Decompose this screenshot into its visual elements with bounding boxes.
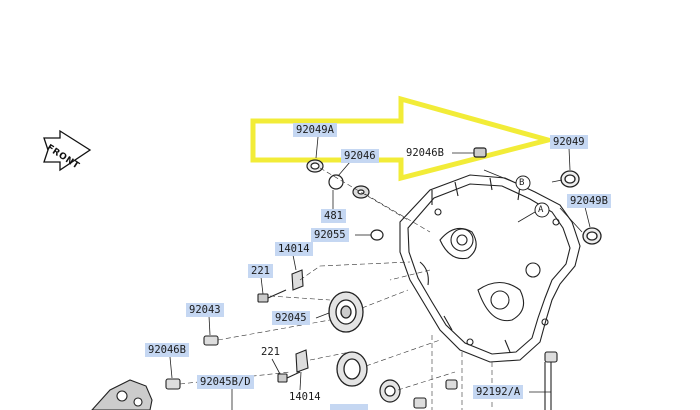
pin-92043 xyxy=(203,335,219,346)
callout-92055[interactable]: 92055 xyxy=(311,228,349,242)
leader-lines xyxy=(169,136,591,410)
callout-92192a[interactable]: 92192/A xyxy=(473,385,524,399)
oring-92055 xyxy=(370,229,384,241)
pins-bottom xyxy=(413,379,458,409)
bearing-92045bd xyxy=(336,351,368,387)
seal-92049a xyxy=(306,159,324,173)
highlight-arrow xyxy=(250,95,558,182)
bracket-14014-bottom xyxy=(295,349,309,373)
bolt-221-top xyxy=(257,289,287,303)
callout-92049[interactable]: 92049 xyxy=(550,135,588,149)
seal-92049b xyxy=(582,227,602,245)
callout-92046b-left[interactable]: 92046B xyxy=(145,343,189,357)
front-arrow-icon xyxy=(43,129,92,172)
ring-92046 xyxy=(328,174,344,190)
pin-92046b-top xyxy=(473,147,487,158)
bearing-481 xyxy=(352,185,370,199)
callout-14014-bottom: 14014 xyxy=(289,391,321,403)
callout-92049a[interactable]: 92049A xyxy=(293,123,337,137)
seal-92049 xyxy=(560,170,580,188)
callout-92046[interactable]: 92046 xyxy=(341,149,379,163)
ref-marker-b: B xyxy=(519,178,525,188)
bearing-small xyxy=(379,379,401,403)
ref-marker-a: A xyxy=(538,205,544,215)
callout-92045[interactable]: 92045 xyxy=(272,311,310,325)
callout-221-top[interactable]: 221 xyxy=(248,264,273,278)
callout-cutoff-bottom xyxy=(330,404,368,410)
alignment-lines xyxy=(179,167,493,410)
callout-92046b-top: 92046B xyxy=(406,147,444,159)
pin-92046b-left xyxy=(165,378,181,390)
callout-92045bd[interactable]: 92045B/D xyxy=(197,375,254,389)
callout-14014-top[interactable]: 14014 xyxy=(275,242,313,256)
gearbox-housing xyxy=(399,174,581,363)
bolt-92192a xyxy=(544,351,558,410)
callout-92043[interactable]: 92043 xyxy=(186,303,224,317)
ref-marker-a-circle xyxy=(534,202,550,218)
callout-92049b[interactable]: 92049B xyxy=(567,194,611,208)
callout-221-bottom: 221 xyxy=(261,346,280,358)
callout-481[interactable]: 481 xyxy=(321,209,346,223)
shaft-parts-bottom-left xyxy=(91,379,153,410)
bracket-14014-top xyxy=(291,269,304,291)
bearing-92045 xyxy=(328,291,364,333)
bolt-221-bottom xyxy=(277,371,301,383)
